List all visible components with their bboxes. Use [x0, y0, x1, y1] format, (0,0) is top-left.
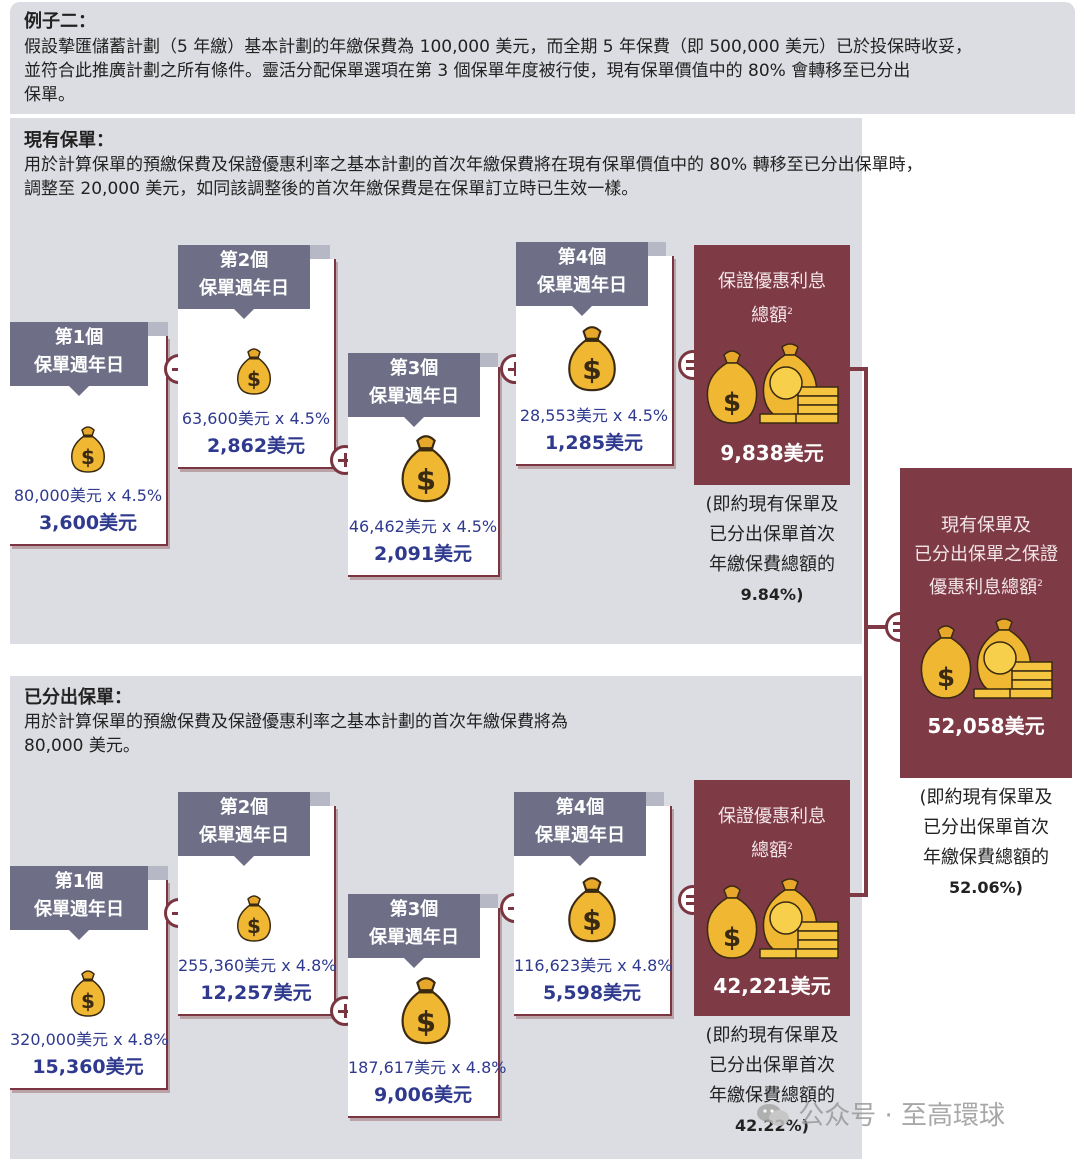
split-line-2: 80,000 美元。 [24, 736, 140, 756]
result-amount: 15,360美元 [32, 1056, 144, 1078]
result-amount: 2,862美元 [206, 435, 306, 457]
grand-total-amount: 52,058美元 [927, 714, 1045, 738]
split-tab-year-3: 第3個保單週年日 [348, 894, 480, 968]
grand-label-3: 優惠利息總額2 [929, 577, 1043, 598]
split-tab-year-2: 第2個保單週年日 [178, 792, 310, 866]
money-bag-icon: $ [401, 977, 451, 1045]
total-label-2: 總額2 [751, 305, 793, 326]
split-note: (即約現有保單及 已分出保單首次 年繳保費總額的 42.22%) [705, 1025, 839, 1135]
existing-line-1: 用於計算保單的預繳保費及保證優惠利率之基本計劃的首次年繳保費將在現有保單價值中的… [24, 155, 923, 175]
calc-text: 187,617美元 x 4.8% [348, 1058, 507, 1077]
existing-note: (即約現有保單及 已分出保單首次 年繳保費總額的 9.84%) [705, 494, 839, 604]
calc-text: 116,623美元 x 4.8% [514, 956, 673, 975]
existing-tab-year-1: 第1個保單週年日 [10, 322, 148, 396]
example-line-3: 保單。 [24, 85, 75, 105]
existing-line-2: 調整至 20,000 美元，如同該調整後的首次年繳保費是在保單訂立時已生效一樣。 [24, 179, 639, 199]
money-bag-icon: $ [71, 426, 105, 473]
svg-text:$: $ [81, 445, 95, 469]
example-line-2: 並符合此推廣計劃之所有條件。靈活分配保單選項在第 3 個保單年度被行使，現有保單… [24, 61, 911, 81]
calc-text: 46,462美元 x 4.5% [348, 517, 498, 536]
example-line-1: 假設摯匯儲蓄計劃（5 年繳）基本計劃的年繳保費為 100,000 美元，而全期 … [24, 37, 973, 57]
grand-label-2: 已分出保單之保證 [914, 544, 1058, 565]
money-stack-icon: $ [706, 878, 839, 959]
calc-text: 80,000美元 x 4.5% [13, 486, 163, 505]
calc-text: 320,000美元 x 4.8% [10, 1030, 169, 1049]
svg-text:$: $ [416, 1005, 436, 1039]
result-amount: 5,598美元 [542, 982, 642, 1004]
money-bag-icon: $ [71, 970, 105, 1017]
existing-total-box: 保證優惠利息 總額2 $ 9,838美元 [694, 245, 850, 485]
result-amount: 2,091美元 [373, 543, 473, 565]
split-tab-year-1: 第1個保單週年日 [10, 866, 148, 940]
money-stack-icon: $ [920, 618, 1053, 699]
calc-text: 255,360美元 x 4.8% [178, 956, 337, 975]
calc-text: 28,553美元 x 4.5% [519, 406, 669, 425]
money-bag-icon: $ [401, 435, 451, 503]
svg-text:$: $ [81, 989, 95, 1013]
money-bag-icon: $ [237, 895, 271, 942]
existing-title: 現有保單： [24, 130, 114, 151]
total-label-2: 總額2 [751, 840, 793, 861]
money-bag-icon: $ [568, 326, 616, 392]
split-line-1: 用於計算保單的預繳保費及保證優惠利率之基本計劃的首次年繳保費將為 [24, 712, 568, 732]
existing-tab-year-3: 第3個保單週年日 [348, 353, 480, 427]
grand-note: (即約現有保單及 已分出保單首次 年繳保費總額的 52.06%) [919, 787, 1053, 897]
money-bag-icon: $ [568, 877, 616, 943]
money-bag-icon: $ [237, 348, 271, 395]
svg-text:$: $ [247, 914, 261, 938]
grand-total-box: 現有保單及 已分出保單之保證 優惠利息總額2 $ 52,058美元 [900, 468, 1072, 778]
example-title: 例子二： [24, 11, 96, 32]
svg-text:$: $ [582, 904, 601, 937]
svg-text:$: $ [247, 367, 261, 391]
split-title: 已分出保單： [24, 687, 132, 708]
existing-tab-year-4: 第4個保單週年日 [516, 242, 648, 316]
svg-text:$: $ [582, 353, 601, 386]
split-total-box: 保證優惠利息 總額2 $ 42,221美元 [694, 780, 850, 1016]
total-amount: 9,838美元 [720, 441, 824, 465]
split-tab-year-4: 第4個保單週年日 [514, 792, 646, 866]
svg-text:$: $ [723, 388, 741, 418]
wechat-icon [756, 1100, 790, 1126]
existing-tab-year-2: 第2個保單週年日 [178, 245, 310, 319]
total-amount: 42,221美元 [713, 974, 831, 998]
total-label-1: 保證優惠利息 [718, 806, 826, 827]
result-amount: 12,257美元 [200, 982, 312, 1004]
example-box [10, 2, 1075, 114]
grand-label-1: 現有保單及 [941, 515, 1031, 536]
svg-text:$: $ [937, 663, 955, 693]
result-amount: 1,285美元 [544, 432, 644, 454]
calc-text: 63,600美元 x 4.5% [181, 409, 331, 428]
watermark: 公众号 · 至高環球 [756, 1096, 1056, 1136]
svg-text:$: $ [416, 463, 436, 497]
svg-text:$: $ [723, 923, 741, 953]
result-amount: 9,006美元 [373, 1084, 473, 1106]
money-stack-icon: $ [706, 343, 839, 424]
total-label-1: 保證優惠利息 [718, 271, 826, 292]
result-amount: 3,600美元 [38, 512, 138, 534]
